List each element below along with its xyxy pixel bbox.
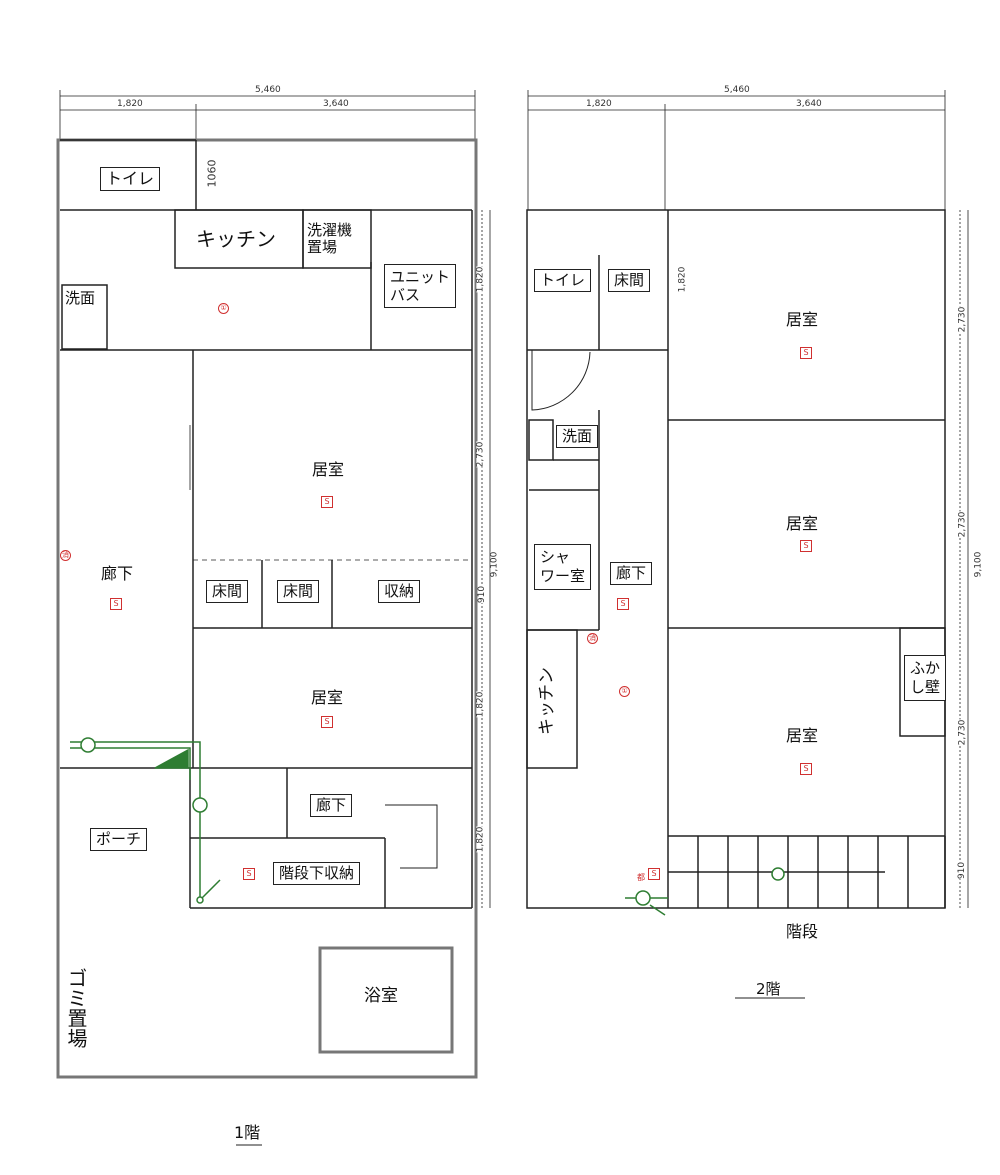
floor2-pipes [625,867,785,916]
f2-s-mark-living-bottom: S [800,763,812,775]
f2-s-mark-living-top: S [800,347,812,359]
f2-living-top-label: 居室 [786,310,819,329]
f2-dim-right-0: 2,730 [957,306,968,333]
f2-dim-right-1: 2,730 [957,511,968,538]
f1-s-mark-under-stair: S [243,868,255,880]
f1-corridor-small-label: 廊下 [310,794,353,817]
f1-dim-right-0: 1,820 [475,266,486,293]
f2-dim-left-top: 1,820 [677,266,688,293]
f2-tokonoma-label: 床間 [608,269,651,292]
f2-living-mid-label: 居室 [786,514,819,533]
f1-caption: 1階 [234,1123,261,1142]
f1-dim-right-3: 1,820 [475,691,486,718]
f1-porch-label: ポーチ [90,828,148,851]
f1-fire-mark: 消 [60,550,71,561]
f2-kitchen-label: キッチン [537,667,557,735]
f2-dim-right-2: 2,730 [957,719,968,746]
f1-under-stair-label: 階段下収納 [273,862,361,885]
f2-fire-mark: 消 [587,633,598,644]
f1-dim-total-height: 9,100 [489,551,500,578]
f2-shower-label: シャ ワー室 [534,544,592,590]
f1-storage-label: 収納 [378,580,421,603]
f2-dim-right-3: 910 [957,861,968,880]
f2-gas-mark: 都 [637,873,645,882]
f2-dim-total-height: 9,100 [973,551,984,578]
f1-kitchen-label: キッチン [196,227,276,251]
floor2-walls [526,90,969,999]
f1-washroom-label: 洗面 [65,289,96,307]
f1-bathroom-label: 浴室 [364,986,398,1006]
f2-s-mark-corridor: S [617,598,629,610]
f1-dim-toilet-depth: 1060 [205,159,219,188]
f1-s-mark-living-upper: S [321,496,333,508]
f1-dim-right-4: 1,820 [475,826,486,853]
f2-toilet-label: トイレ [534,269,592,292]
floor1-walls [56,90,491,1079]
f1-dim-right-2: 910 [477,585,488,604]
f1-circle-mark: ① [218,303,229,314]
f1-laundry-label: 洗濯機 置場 [307,221,353,256]
f2-s-mark-stairs: S [648,868,660,880]
f2-dim-right-width: 3,640 [796,99,822,109]
f1-corridor-label: 廊下 [101,564,134,583]
f1-toilet-label: トイレ [100,167,161,191]
f2-caption: 2階 [756,980,781,998]
f1-living-upper-label: 居室 [312,460,345,479]
f2-s-mark-living-mid: S [800,540,812,552]
f1-dim-right-1: 2,730 [475,441,486,468]
f2-corridor-label: 廊下 [610,562,653,585]
f1-living-lower-label: 居室 [311,688,344,707]
f1-tokonoma1-label: 床間 [206,580,249,603]
f1-unitbath-label: ユニット バス [384,264,457,308]
f1-tokonoma2-label: 床間 [277,580,320,603]
f1-garbage-label: ゴミ置場 [64,968,88,1048]
f2-washroom-label: 洗面 [556,425,599,448]
f2-fukashi-label: ふか し壁 [904,655,947,701]
f2-living-bottom-label: 居室 [786,726,819,745]
f1-s-mark-corridor: S [110,598,122,610]
floor1-pipes [70,737,221,904]
f1-dim-right-width: 3,640 [323,99,349,109]
f2-dim-total-width: 5,460 [724,85,750,95]
f2-stairs-label: 階段 [786,922,819,941]
f2-circle-mark: ① [619,686,630,697]
f1-dim-left-width: 1,820 [117,99,143,109]
f2-dim-left-width: 1,820 [586,99,612,109]
f1-dim-total-width: 5,460 [255,85,281,95]
f1-s-mark-living-lower: S [321,716,333,728]
